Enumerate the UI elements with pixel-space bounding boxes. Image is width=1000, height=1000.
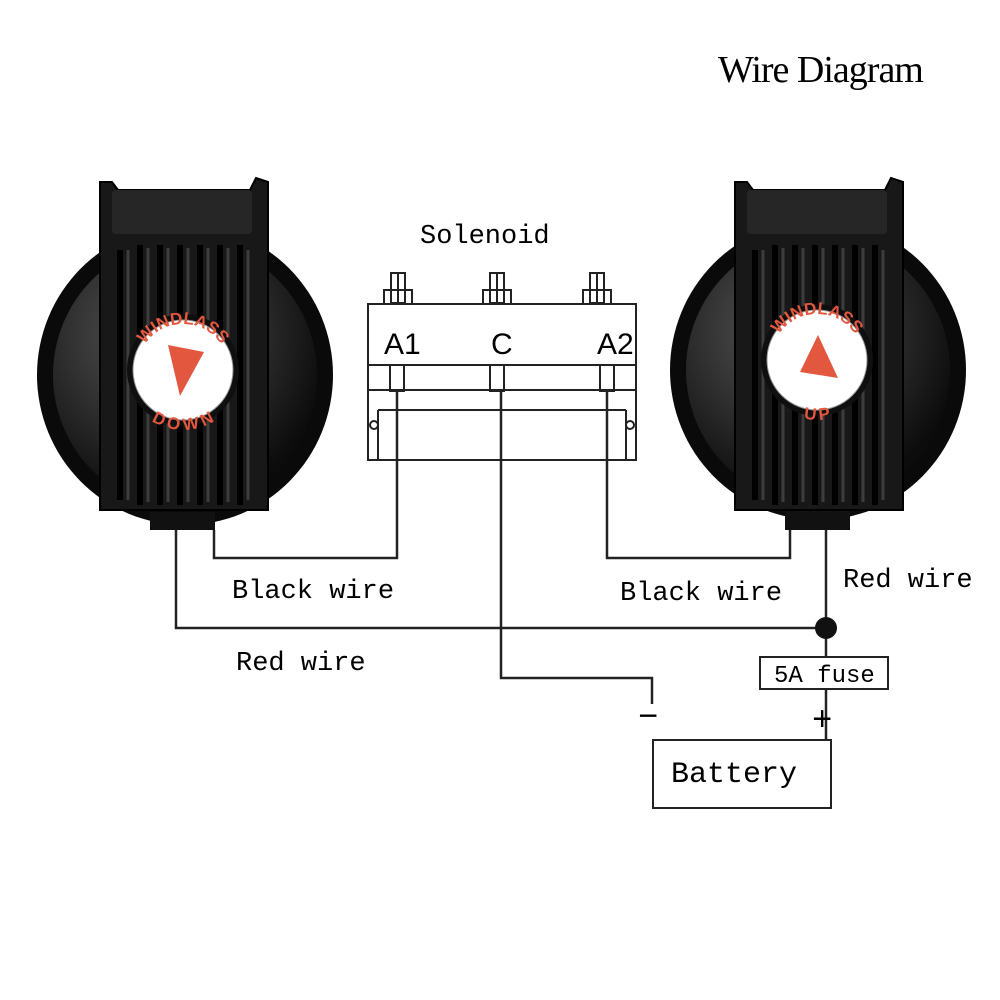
- black-wire-right: [605, 391, 792, 560]
- switch-cover-hinge: [112, 190, 252, 234]
- triangle-up-icon: [800, 335, 838, 378]
- foot-switch-down[interactable]: WINDLASS DOWN: [37, 176, 333, 530]
- triangle-down-icon: [168, 345, 204, 396]
- black-wire-left-label: Black wire: [232, 577, 394, 607]
- switch-cable-nub: [150, 512, 215, 530]
- terminal-a2-label: A2: [597, 328, 634, 361]
- battery-label: Battery: [671, 758, 797, 792]
- switch-cable-nub: [785, 508, 850, 530]
- wires: [174, 391, 828, 740]
- solenoid-bolt-a2: [582, 272, 612, 305]
- terminal-a1-label: A1: [384, 328, 421, 361]
- battery-minus-label: −: [638, 700, 658, 738]
- red-wire-left-label: Red wire: [236, 649, 366, 679]
- solenoid-label: Solenoid: [420, 222, 550, 252]
- battery-plus-label: +: [812, 703, 832, 741]
- diagram-title: Wire Diagram: [718, 49, 923, 91]
- black-wire-right-label: Black wire: [620, 579, 782, 609]
- fuse-label: 5A fuse: [774, 663, 875, 690]
- fuse: [759, 656, 889, 690]
- solenoid-bolt-c: [482, 272, 512, 305]
- foot-switch-up[interactable]: WINDLASS UP: [670, 176, 966, 530]
- switch-cover-hinge: [747, 190, 887, 234]
- red-wire-right-label: Red wire: [843, 566, 973, 596]
- terminal-c-label: C: [491, 328, 513, 361]
- solenoid-bolt-a1: [383, 272, 413, 305]
- red-wire-left: [174, 530, 826, 630]
- ground-wire: [499, 391, 654, 704]
- junction-dot: [815, 617, 837, 639]
- black-wire-left: [212, 391, 399, 560]
- battery: [652, 739, 832, 809]
